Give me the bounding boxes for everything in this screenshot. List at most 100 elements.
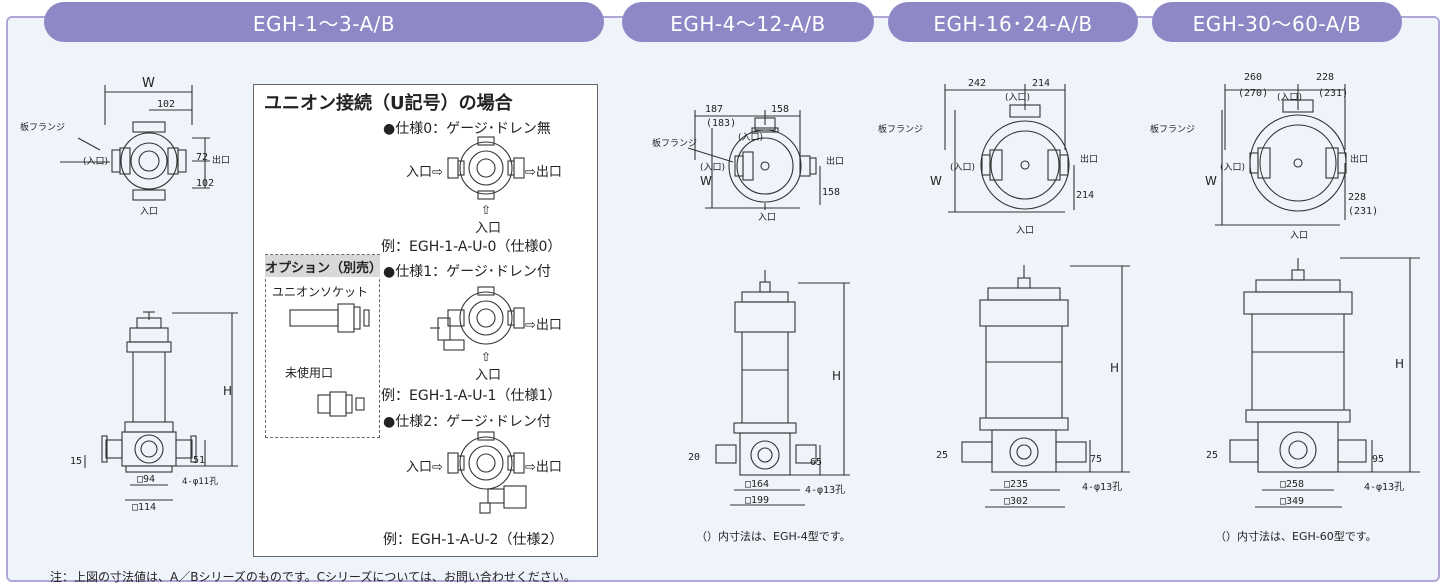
spec1-up-arrow: ⇧	[481, 350, 492, 364]
d30-sq349: □349	[1280, 496, 1304, 507]
spec0-drawing	[447, 136, 525, 200]
spec0-up-arrow: ⇧	[481, 203, 492, 217]
union-socket-drawing	[289, 303, 370, 333]
small-dim-102b: 102	[196, 178, 214, 189]
d4-dim-H: H	[832, 369, 841, 383]
d30-inlet-top-label: (入口)	[1277, 92, 1302, 103]
d4-dim-158b: 158	[822, 187, 840, 198]
header-egh-30-60: EGH-30～60-A/B	[1152, 2, 1402, 42]
d4-bolt-label: 4-φ13孔	[805, 484, 845, 496]
small-sq94: □94	[137, 474, 155, 485]
d16-sq235: □235	[1004, 479, 1028, 490]
small-dim-W: W	[142, 76, 155, 91]
d4-inlet-top-label: (入口)	[738, 132, 763, 143]
d30-top-view	[1215, 84, 1347, 226]
spec2-drawing	[447, 431, 527, 514]
d30-front-view	[1229, 257, 1420, 508]
d16-sq302: □302	[1004, 496, 1028, 507]
d4-inlet-side-label: (入口)	[700, 162, 725, 173]
small-dim-51: 51	[193, 455, 205, 466]
d30-bolt-label: 4-φ13孔	[1364, 481, 1404, 493]
d4-dim-W: W	[700, 174, 712, 188]
d16-dim-214: 214	[1032, 78, 1050, 89]
header-egh-4-12: EGH-4～12-A/B	[622, 2, 874, 42]
spec2-label: ●仕様2：ゲージ･ドレン付	[383, 414, 551, 430]
d30-dim-H: H	[1395, 357, 1404, 371]
footnote: 注：上図の寸法値は、A／Bシリーズのものです。Cシリーズについては、お問い合わせ…	[50, 570, 576, 584]
d4-dim-158: 158	[771, 104, 789, 115]
small-inlet-side-label: (入口)	[83, 156, 108, 167]
d30-dim-260: 260	[1244, 72, 1262, 83]
small-dim-102: 102	[157, 99, 175, 110]
small-front-view	[84, 311, 238, 501]
option-title: オプション（別売）	[265, 255, 382, 277]
d30-dim-270: (270)	[1238, 88, 1268, 99]
d4-note: （）内寸法は、EGH-4型です。	[696, 529, 851, 543]
d16-front-view	[961, 265, 1130, 508]
spec2-outlet: ⇨出口	[525, 460, 562, 475]
d4-outlet-label: 出口	[826, 155, 844, 167]
unused-port-drawing	[317, 391, 365, 417]
d30-dim-228: 228	[1316, 72, 1334, 83]
d4-dim-187: 187	[705, 104, 723, 115]
spec0-example: 例：EGH-1-A-U-0（仕様0）	[381, 239, 562, 255]
small-inlet-bottom-label: 入口	[140, 206, 158, 217]
d4-dim-20: 20	[688, 452, 700, 463]
small-outlet-label: 出口	[212, 154, 230, 166]
small-bolt-label: 4-φ11孔	[182, 476, 218, 487]
spec0-inlet-bottom: 入口	[475, 221, 502, 236]
d16-inlet-top-label: (入口)	[1005, 92, 1030, 103]
d4-flange-label: 板フランジ	[652, 137, 697, 149]
option-box	[265, 254, 380, 438]
d30-dim-231b: (231)	[1348, 206, 1378, 217]
header-egh-16-24: EGH-16･24-A/B	[888, 2, 1138, 42]
spec0-label: ●仕様0：ゲージ･ドレン無	[383, 121, 551, 137]
d16-bolt-label: 4-φ13孔	[1082, 481, 1122, 493]
spec1-label: ●仕様1：ゲージ･ドレン付	[383, 264, 551, 280]
spec2-inlet: 入口⇨	[406, 460, 443, 475]
d16-dim-75: 75	[1090, 454, 1102, 465]
d4-inlet-bottom-label: 入口	[758, 212, 776, 223]
d16-dim-W: W	[930, 174, 942, 188]
d30-dim-231: (231)	[1318, 88, 1348, 99]
d4-dim-65: 65	[810, 457, 822, 468]
small-dim-15: 15	[70, 456, 82, 467]
d16-flange-label: 板フランジ	[878, 123, 923, 135]
d30-flange-label: 板フランジ	[1150, 123, 1195, 135]
d4-front-view	[715, 270, 850, 506]
d30-dim-95: 95	[1372, 454, 1384, 465]
small-dim-72: 72	[196, 152, 208, 163]
d4-sq164: □164	[745, 479, 769, 490]
spec2-example: 例：EGH-1-A-U-2（仕様2）	[383, 532, 564, 548]
spec1-example: 例：EGH-1-A-U-1（仕様1）	[381, 388, 562, 404]
small-sq114: □114	[132, 502, 156, 513]
d30-dim-228b: 228	[1348, 192, 1366, 203]
spec1-drawing	[430, 286, 525, 351]
d16-inlet-side-label: (入口)	[950, 162, 975, 173]
union-title: ユニオン接続（U記号）の場合	[264, 93, 513, 114]
d16-dim-214b: 214	[1076, 190, 1094, 201]
d16-dim-H: H	[1110, 361, 1119, 375]
small-flange-label: 板フランジ	[20, 121, 65, 133]
content-frame	[6, 16, 1440, 582]
d30-inlet-bottom-label: 入口	[1290, 230, 1308, 241]
d4-top-view	[687, 110, 821, 210]
spec0-inlet: 入口⇨	[406, 165, 443, 180]
spec1-outlet: ⇨出口	[525, 318, 562, 333]
small-dim-H: H	[223, 384, 232, 398]
d30-sq258: □258	[1280, 479, 1304, 490]
option-unused-port: 未使用口	[285, 366, 334, 380]
spec0-outlet: ⇨出口	[525, 165, 562, 180]
d4-dim-183: (183)	[706, 118, 736, 129]
d30-inlet-side-label: (入口)	[1220, 162, 1245, 173]
d16-inlet-bottom-label: 入口	[1016, 225, 1034, 236]
d16-dim-25: 25	[936, 450, 948, 461]
option-union-socket: ユニオンソケット	[272, 285, 369, 299]
d16-dim-242: 242	[968, 78, 986, 89]
d30-note: （）内寸法は、EGH-60型です。	[1215, 529, 1377, 543]
d16-top-view	[944, 84, 1075, 213]
spec1-inlet-bottom: 入口	[475, 368, 502, 383]
small-top-view	[60, 85, 210, 201]
d4-sq199: □199	[745, 495, 769, 506]
